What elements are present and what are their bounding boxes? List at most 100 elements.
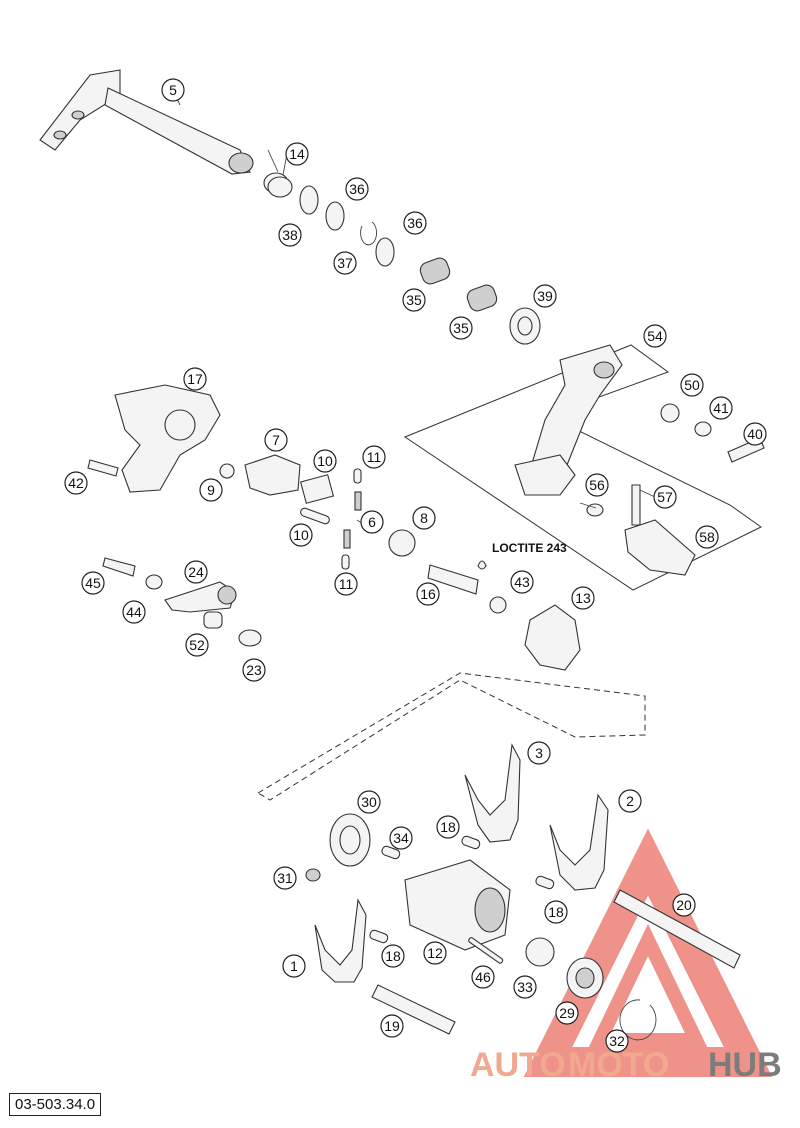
svg-text:34: 34 (393, 830, 409, 846)
svg-text:16: 16 (420, 586, 436, 602)
pin-part (369, 929, 389, 944)
svg-text:18: 18 (440, 819, 456, 835)
loctite-drop-icon (477, 560, 487, 570)
callout-18: 18 (436, 815, 460, 839)
callout-33: 33 (513, 975, 537, 999)
diagram-code-label: 03-503.34.0 (9, 1093, 102, 1116)
svg-text:12: 12 (427, 945, 443, 961)
callout-44: 44 (122, 600, 146, 624)
callout-35: 35 (402, 288, 426, 312)
shift-star-part (524, 604, 581, 671)
svg-text:35: 35 (453, 320, 469, 336)
callout-18: 18 (381, 944, 405, 968)
callout-8: 8 (412, 506, 436, 530)
svg-text:6: 6 (368, 514, 376, 530)
spring-part (238, 629, 262, 647)
pin-part (535, 875, 555, 890)
callout-10: 10 (289, 523, 313, 547)
svg-text:38: 38 (282, 227, 298, 243)
callout-10: 10 (313, 449, 337, 473)
needle-bearing-part (419, 257, 451, 285)
svg-text:31: 31 (277, 870, 293, 886)
nut-part (694, 421, 712, 437)
callout-43: 43 (510, 570, 534, 594)
callout-58: 58 (695, 525, 719, 549)
svg-text:50: 50 (684, 377, 700, 393)
callout-45: 45 (81, 571, 105, 595)
svg-text:57: 57 (657, 489, 673, 505)
callout-11: 11 (362, 445, 386, 469)
svg-text:42: 42 (68, 475, 84, 491)
callout-5: 5 (161, 78, 185, 102)
callout-19: 19 (380, 1014, 404, 1038)
washer-part (660, 403, 680, 423)
svg-text:8: 8 (420, 510, 428, 526)
pin-part (353, 468, 362, 484)
svg-text:43: 43 (514, 574, 530, 590)
svg-text:24: 24 (188, 564, 204, 580)
callout-39: 39 (533, 284, 557, 308)
footpeg-part (624, 519, 696, 576)
svg-text:32: 32 (609, 1033, 625, 1049)
svg-text:41: 41 (713, 400, 729, 416)
callout-17: 17 (183, 367, 207, 391)
bolt-part (87, 459, 119, 477)
svg-text:19: 19 (384, 1018, 400, 1034)
washer-part (299, 185, 319, 215)
pin-part (341, 554, 350, 570)
callout-18: 18 (544, 900, 568, 924)
callout-37: 37 (333, 251, 357, 275)
pin-part (461, 835, 481, 850)
svg-text:23: 23 (246, 662, 262, 678)
washer-part (525, 937, 555, 967)
svg-text:36: 36 (349, 181, 365, 197)
fork-shaft-part (371, 984, 456, 1035)
callout-32: 32 (605, 1029, 629, 1053)
svg-text:18: 18 (548, 904, 564, 920)
washer-part (375, 237, 395, 267)
screw-part (305, 868, 321, 882)
washer-part (388, 529, 416, 557)
watermark-triangle-icon (523, 828, 773, 1077)
svg-text:MOTO: MOTO (568, 1046, 669, 1084)
svg-text:AUTO: AUTO (470, 1046, 566, 1084)
pin-part (631, 484, 641, 526)
svg-text:33: 33 (517, 979, 533, 995)
callout-3: 3 (527, 741, 551, 765)
pin-part (468, 937, 504, 964)
callout-54: 54 (643, 324, 667, 348)
callout-12: 12 (423, 941, 447, 965)
callout-50: 50 (680, 373, 704, 397)
pawl-part (299, 474, 335, 504)
callout-35: 35 (449, 316, 473, 340)
shift-fork-part (549, 793, 609, 891)
callout-13: 13 (571, 586, 595, 610)
callout-2: 2 (618, 789, 642, 813)
callout-29: 29 (555, 1001, 579, 1025)
circlip-part (619, 999, 657, 1041)
svg-text:HUB: HUB (708, 1046, 782, 1084)
callout-14: 14 (285, 142, 309, 166)
callout-23: 23 (242, 658, 266, 682)
shift-shaft-part (39, 69, 254, 175)
svg-text:58: 58 (699, 529, 715, 545)
callout-42: 42 (64, 471, 88, 495)
callout-56: 56 (585, 473, 609, 497)
callout-1: 1 (282, 954, 306, 978)
spring-part (263, 149, 293, 198)
fork-shaft-part (613, 889, 741, 969)
shift-drum-part (404, 859, 511, 951)
watermark-logo: AUTO MOTO HUB (470, 1046, 782, 1084)
callout-41: 41 (709, 396, 733, 420)
svg-text:52: 52 (189, 637, 205, 653)
svg-text:13: 13 (575, 590, 591, 606)
svg-text:39: 39 (537, 288, 553, 304)
callout-24: 24 (184, 560, 208, 584)
callout-36: 36 (345, 177, 369, 201)
svg-text:40: 40 (747, 426, 763, 442)
callout-30: 30 (357, 790, 381, 814)
bolt-part (427, 564, 479, 595)
callout-20: 20 (672, 893, 696, 917)
washer-part (325, 201, 345, 231)
callout-36: 36 (403, 211, 427, 235)
